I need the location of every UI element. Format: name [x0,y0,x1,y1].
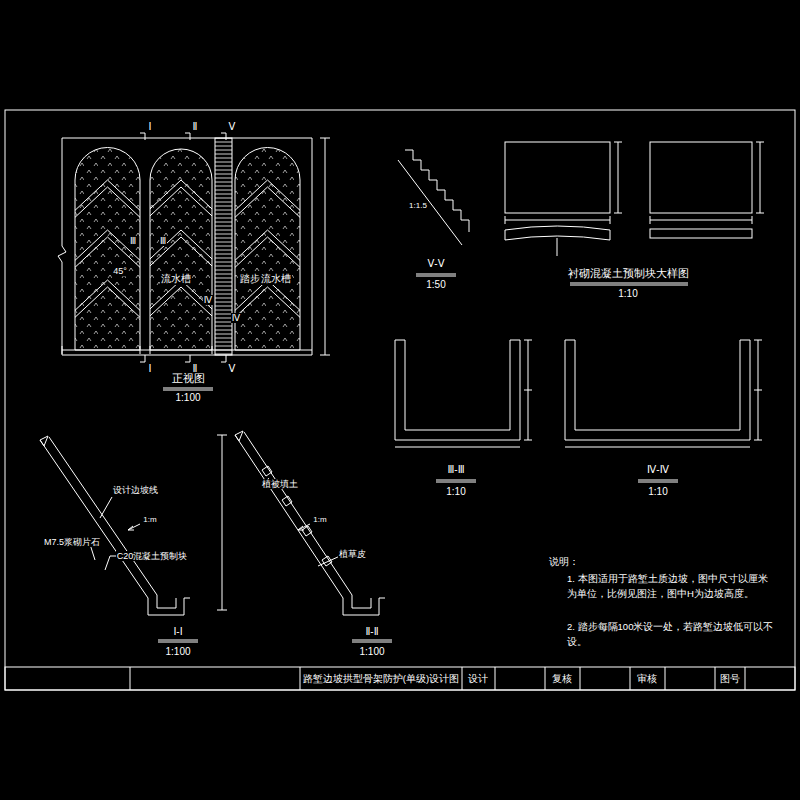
annotation-text: 1:100 [358,646,385,658]
annotation-text: 1:m [312,515,327,524]
annotation-text: 设计边坡线 [112,485,159,495]
annotation-text: 衬砌混凝土预制块大样图 [567,267,690,280]
annotation-text: 流水槽 [160,273,192,285]
annotation-text: Ⅳ-Ⅳ [646,464,670,476]
annotation-text: 1. 本图适用于路堑土质边坡，图中尺寸以厘米为单位，比例见图注，图中H为边坡高度… [566,572,778,601]
annotation-text: Ⅴ-Ⅴ [426,258,445,270]
annotation-text: Ⅰ-Ⅰ [172,626,183,638]
annotation-text: 45° [112,266,128,276]
annotation-text: 复核 [551,673,573,685]
annotation-text: 图号 [719,673,741,685]
annotation-text: 踏步 [239,273,261,285]
annotation-text: 1:50 [425,279,446,291]
annotation-text: 1:100 [164,646,191,658]
drawing-lines [5,110,795,690]
annotation-text: 审核 [636,673,658,685]
annotation-text: 1:m [142,515,157,524]
annotation-text: Ⅳ [231,313,241,323]
annotation-text: C20混凝土预制块 [116,551,189,561]
annotation-text: 1:10 [647,486,668,498]
annotation-text: Ⅴ [228,121,237,133]
annotation-text: Ⅱ-Ⅱ [364,626,379,638]
annotation-text: Ⅲ [159,236,167,246]
annotation-text: 流水槽 [260,273,292,285]
annotation-text: 正视图 [171,372,206,385]
annotation-text: 1:10 [617,288,638,300]
annotation-text: 说明： [548,556,580,568]
annotation-text: M7.5浆砌片石 [43,537,101,547]
annotation-text: 植被填土 [261,479,299,489]
annotation-text: 1:100 [174,392,201,404]
annotation-text: Ⅰ [148,121,153,133]
annotation-text: Ⅲ-Ⅲ [446,464,465,476]
annotation-text: Ⅳ [203,295,213,305]
annotation-text: 路堑边坡拱型骨架防护(单级)设计图 [302,674,460,685]
annotation-text: 植草皮 [338,549,367,559]
annotation-text: 2. 踏步每隔100米设一处，若路堑边坡低可以不设。 [566,620,778,649]
annotation-text: 设计 [467,673,489,685]
annotation-text: Ⅰ [148,363,153,375]
annotation-text: 1:1.5 [408,201,428,210]
annotation-text: Ⅱ [192,121,199,133]
annotation-text: Ⅲ [129,236,137,246]
annotation-text: Ⅴ [228,363,237,375]
annotation-text: 1:10 [445,486,466,498]
